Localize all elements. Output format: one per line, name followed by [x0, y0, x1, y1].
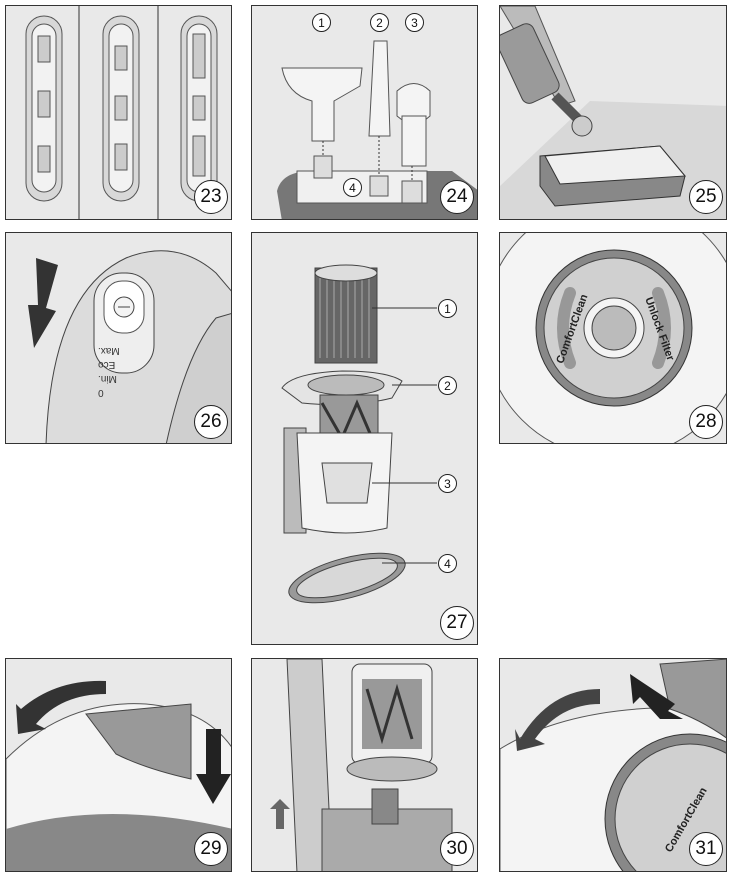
- figure-23: 23: [5, 5, 232, 220]
- callout-4: 4: [438, 554, 457, 573]
- figure-27: 1 2 3 4 27: [251, 232, 478, 645]
- container-release-illustration: [6, 680, 231, 871]
- figure-number: 27: [440, 606, 474, 640]
- dust-container-exploded-illustration: [281, 264, 437, 604]
- label-max: Max.: [98, 345, 120, 356]
- figure-24: 1 2 3 4 24: [251, 5, 478, 220]
- figure-31: ComfortClean 31: [499, 658, 727, 872]
- figure-number: 23: [194, 180, 228, 214]
- figure-25: 25: [499, 5, 727, 220]
- callout-2: 2: [438, 376, 457, 395]
- figure-number: 25: [689, 180, 723, 214]
- callout-4: 4: [343, 178, 362, 197]
- label-eco: Eco: [98, 359, 116, 370]
- callout-3: 3: [438, 474, 457, 493]
- figure-number: 30: [440, 832, 474, 866]
- callout-3: 3: [405, 13, 424, 32]
- label-min: Min.: [98, 373, 117, 384]
- filter-unlock-dial-illustration: [500, 233, 726, 443]
- figure-number: 24: [440, 180, 474, 214]
- accessory-tools-illustration: [277, 40, 477, 219]
- three-slot-openings-illustration: [25, 6, 218, 219]
- callout-1: 1: [312, 13, 331, 32]
- figure-number: 31: [689, 832, 723, 866]
- vacuum-floorhead-illustration: [500, 6, 726, 219]
- figure-29: 29: [5, 658, 232, 872]
- label-zero: 0: [98, 387, 104, 398]
- container-removal-illustration: [270, 659, 453, 871]
- figure-28: ComfortClean Unlock Filter 28: [499, 232, 727, 444]
- callout-1: 1: [438, 299, 457, 318]
- figure-number: 29: [194, 832, 228, 866]
- figure-number: 28: [689, 405, 723, 439]
- figure-26: Max. Eco Min. 0 26: [5, 232, 232, 444]
- figure-number: 26: [194, 405, 228, 439]
- figure-30: 30: [251, 658, 478, 872]
- callout-2: 2: [370, 13, 389, 32]
